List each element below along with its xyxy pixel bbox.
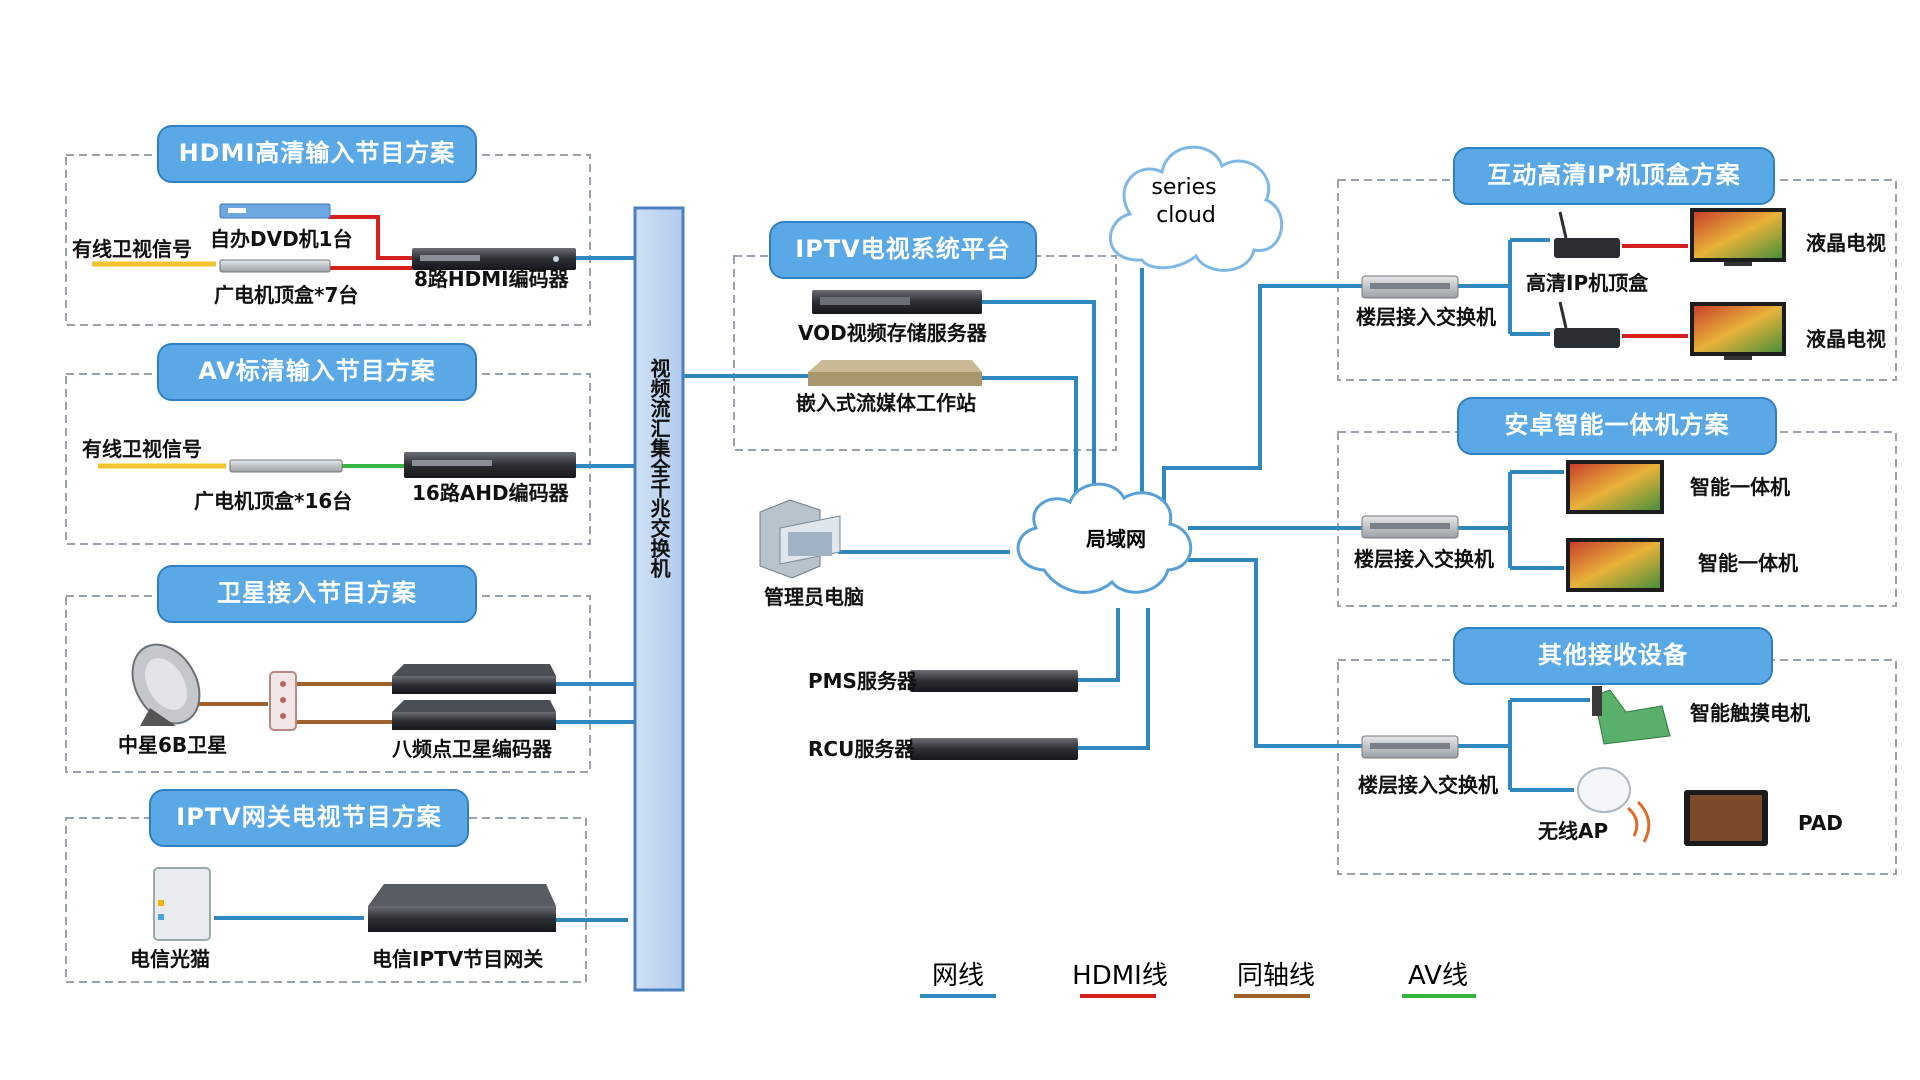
smart-2-label: 智能一体机 — [1698, 551, 1798, 575]
pms-server-icon — [910, 670, 1078, 692]
hdmi-section-title: HDMI高清输入节目方案 — [157, 125, 477, 183]
iptv-gateway-icon — [368, 884, 556, 932]
smart-aio-1-icon — [1566, 460, 1664, 514]
lan-label: 局域网 — [1085, 527, 1146, 551]
optical-modem-icon — [153, 867, 211, 941]
ip-stb-2-icon — [1554, 301, 1620, 348]
touch-label: 智能触摸电机 — [1690, 701, 1810, 725]
stb-section-label: 互动高清IP机顶盒方案 — [1487, 161, 1741, 189]
stb-section-title: 互动高清IP机顶盒方案 — [1453, 147, 1775, 205]
other-section-title: 其他接收设备 — [1453, 627, 1773, 685]
lcd-2-label: 液晶电视 — [1806, 327, 1886, 351]
cloud-cloud-label: cloud — [1156, 203, 1216, 228]
legend: 网线 HDMI线 同轴线 AV线 — [920, 961, 1476, 998]
smart-aio-2-icon — [1566, 538, 1664, 592]
av-section-title: AV标清输入节目方案 — [157, 343, 477, 401]
gw-section-label: IPTV网关电视节目方案 — [176, 803, 441, 831]
core-switch-label: 视频流汇集全千兆交换机 — [647, 358, 671, 579]
stb16-label: 广电机顶盒*16台 — [194, 489, 352, 513]
net-sw3-branch — [1458, 698, 1590, 792]
av-section-label: AV标清输入节目方案 — [198, 357, 436, 385]
ip-stb-1-icon — [1554, 211, 1620, 258]
floor-switch-3-icon — [1361, 735, 1459, 759]
rcu-server-icon — [910, 738, 1078, 760]
cable-sat-label-1: 有线卫视信号 — [72, 237, 192, 261]
floor-switch-1-label: 楼层接入交换机 — [1356, 305, 1496, 329]
platform-section-label: IPTV电视系统平台 — [795, 235, 1010, 263]
vod-label: VOD视频存储服务器 — [798, 321, 988, 345]
enc-sat-label: 八频点卫星编码器 — [392, 737, 553, 761]
stream-label: 嵌入式流媒体工作站 — [796, 391, 976, 415]
lcd-1-label: 液晶电视 — [1806, 231, 1886, 255]
cable-sat-label-2: 有线卫视信号 — [82, 437, 202, 461]
net-stream-lan — [982, 376, 1078, 520]
series-cloud-icon: series cloud — [1108, 145, 1284, 272]
pad-label: PAD — [1798, 811, 1843, 835]
ahd-encoder-icon — [404, 452, 576, 478]
floor-switch-2-icon — [1361, 515, 1459, 539]
vod-server-icon — [812, 290, 982, 314]
other-section-label: 其他接收设备 — [1538, 641, 1688, 669]
gateway-label: 电信IPTV节目网关 — [372, 947, 543, 971]
lan-cloud-icon: 局域网 — [1016, 482, 1193, 594]
sat6b-label: 中星6B卫星 — [118, 733, 227, 757]
ap-label: 无线AP — [1538, 819, 1608, 843]
stb-silver-icon — [219, 259, 331, 273]
legend-coax-label: 同轴线 — [1237, 961, 1315, 991]
dvd-label: 自办DVD机1台 — [210, 227, 353, 251]
net-pms-lan — [1072, 608, 1120, 682]
android-section-title: 安卓智能一体机方案 — [1457, 397, 1777, 455]
pad-icon — [1684, 790, 1768, 846]
hdmi-encoder-icon — [412, 248, 576, 270]
stb7-label: 广电机顶盒*7台 — [214, 283, 358, 307]
admin-label: 管理员电脑 — [764, 585, 864, 609]
enc8-label: 8路HDMI编码器 — [414, 267, 570, 291]
other-section-box — [1337, 659, 1897, 875]
pms-label: PMS服务器 — [808, 669, 918, 693]
sat-encoder-icon — [392, 664, 556, 730]
satellite-dish-icon — [131, 643, 201, 726]
stb16-silver-icon — [229, 459, 343, 473]
modem-label: 电信光猫 — [130, 947, 210, 971]
legend-net-label: 网线 — [932, 961, 984, 991]
floor-switch-2-label: 楼层接入交换机 — [1354, 547, 1494, 571]
cloud-series-label: series — [1151, 175, 1216, 200]
legend-hdmi-label: HDMI线 — [1072, 961, 1168, 991]
hdmi-line-dvd — [328, 215, 412, 260]
floor-switch-1-icon — [1361, 275, 1459, 299]
hd-stb-label: 高清IP机顶盒 — [1526, 271, 1649, 295]
floor-switch-3-label: 楼层接入交换机 — [1358, 773, 1498, 797]
core-switch-bar — [633, 206, 685, 992]
splitter-icon — [269, 671, 297, 731]
net-sw2-branch — [1458, 470, 1564, 570]
rcu-label: RCU服务器 — [808, 737, 915, 761]
net-lan-sw3 — [1188, 558, 1362, 748]
enc16-label: 16路AHD编码器 — [412, 481, 570, 505]
gw-section-title: IPTV网关电视节目方案 — [149, 789, 469, 847]
dvd-player-icon — [219, 203, 331, 219]
platform-section-box — [733, 255, 1117, 451]
smart-1-label: 智能一体机 — [1690, 475, 1790, 499]
net-sw1-branch — [1458, 238, 1550, 336]
lcd-tv-2-icon — [1690, 302, 1786, 360]
platform-section-title: IPTV电视系统平台 — [769, 221, 1037, 279]
sat-section-label: 卫星接入节目方案 — [217, 579, 417, 607]
sat-section-title: 卫星接入节目方案 — [157, 565, 477, 623]
android-section-label: 安卓智能一体机方案 — [1505, 411, 1730, 439]
admin-pc-icon — [759, 499, 841, 579]
net-vod-lan — [982, 300, 1096, 520]
lcd-tv-1-icon — [1690, 208, 1786, 266]
wireless-ap-icon — [1577, 767, 1651, 843]
touch-chair-icon — [1592, 686, 1671, 745]
net-lan-sw1 — [1162, 284, 1362, 518]
net-rcu-lan — [1072, 608, 1150, 750]
streaming-workstation-icon — [808, 360, 982, 386]
legend-av-label: AV线 — [1408, 961, 1468, 991]
hdmi-section-label: HDMI高清输入节目方案 — [179, 139, 456, 167]
